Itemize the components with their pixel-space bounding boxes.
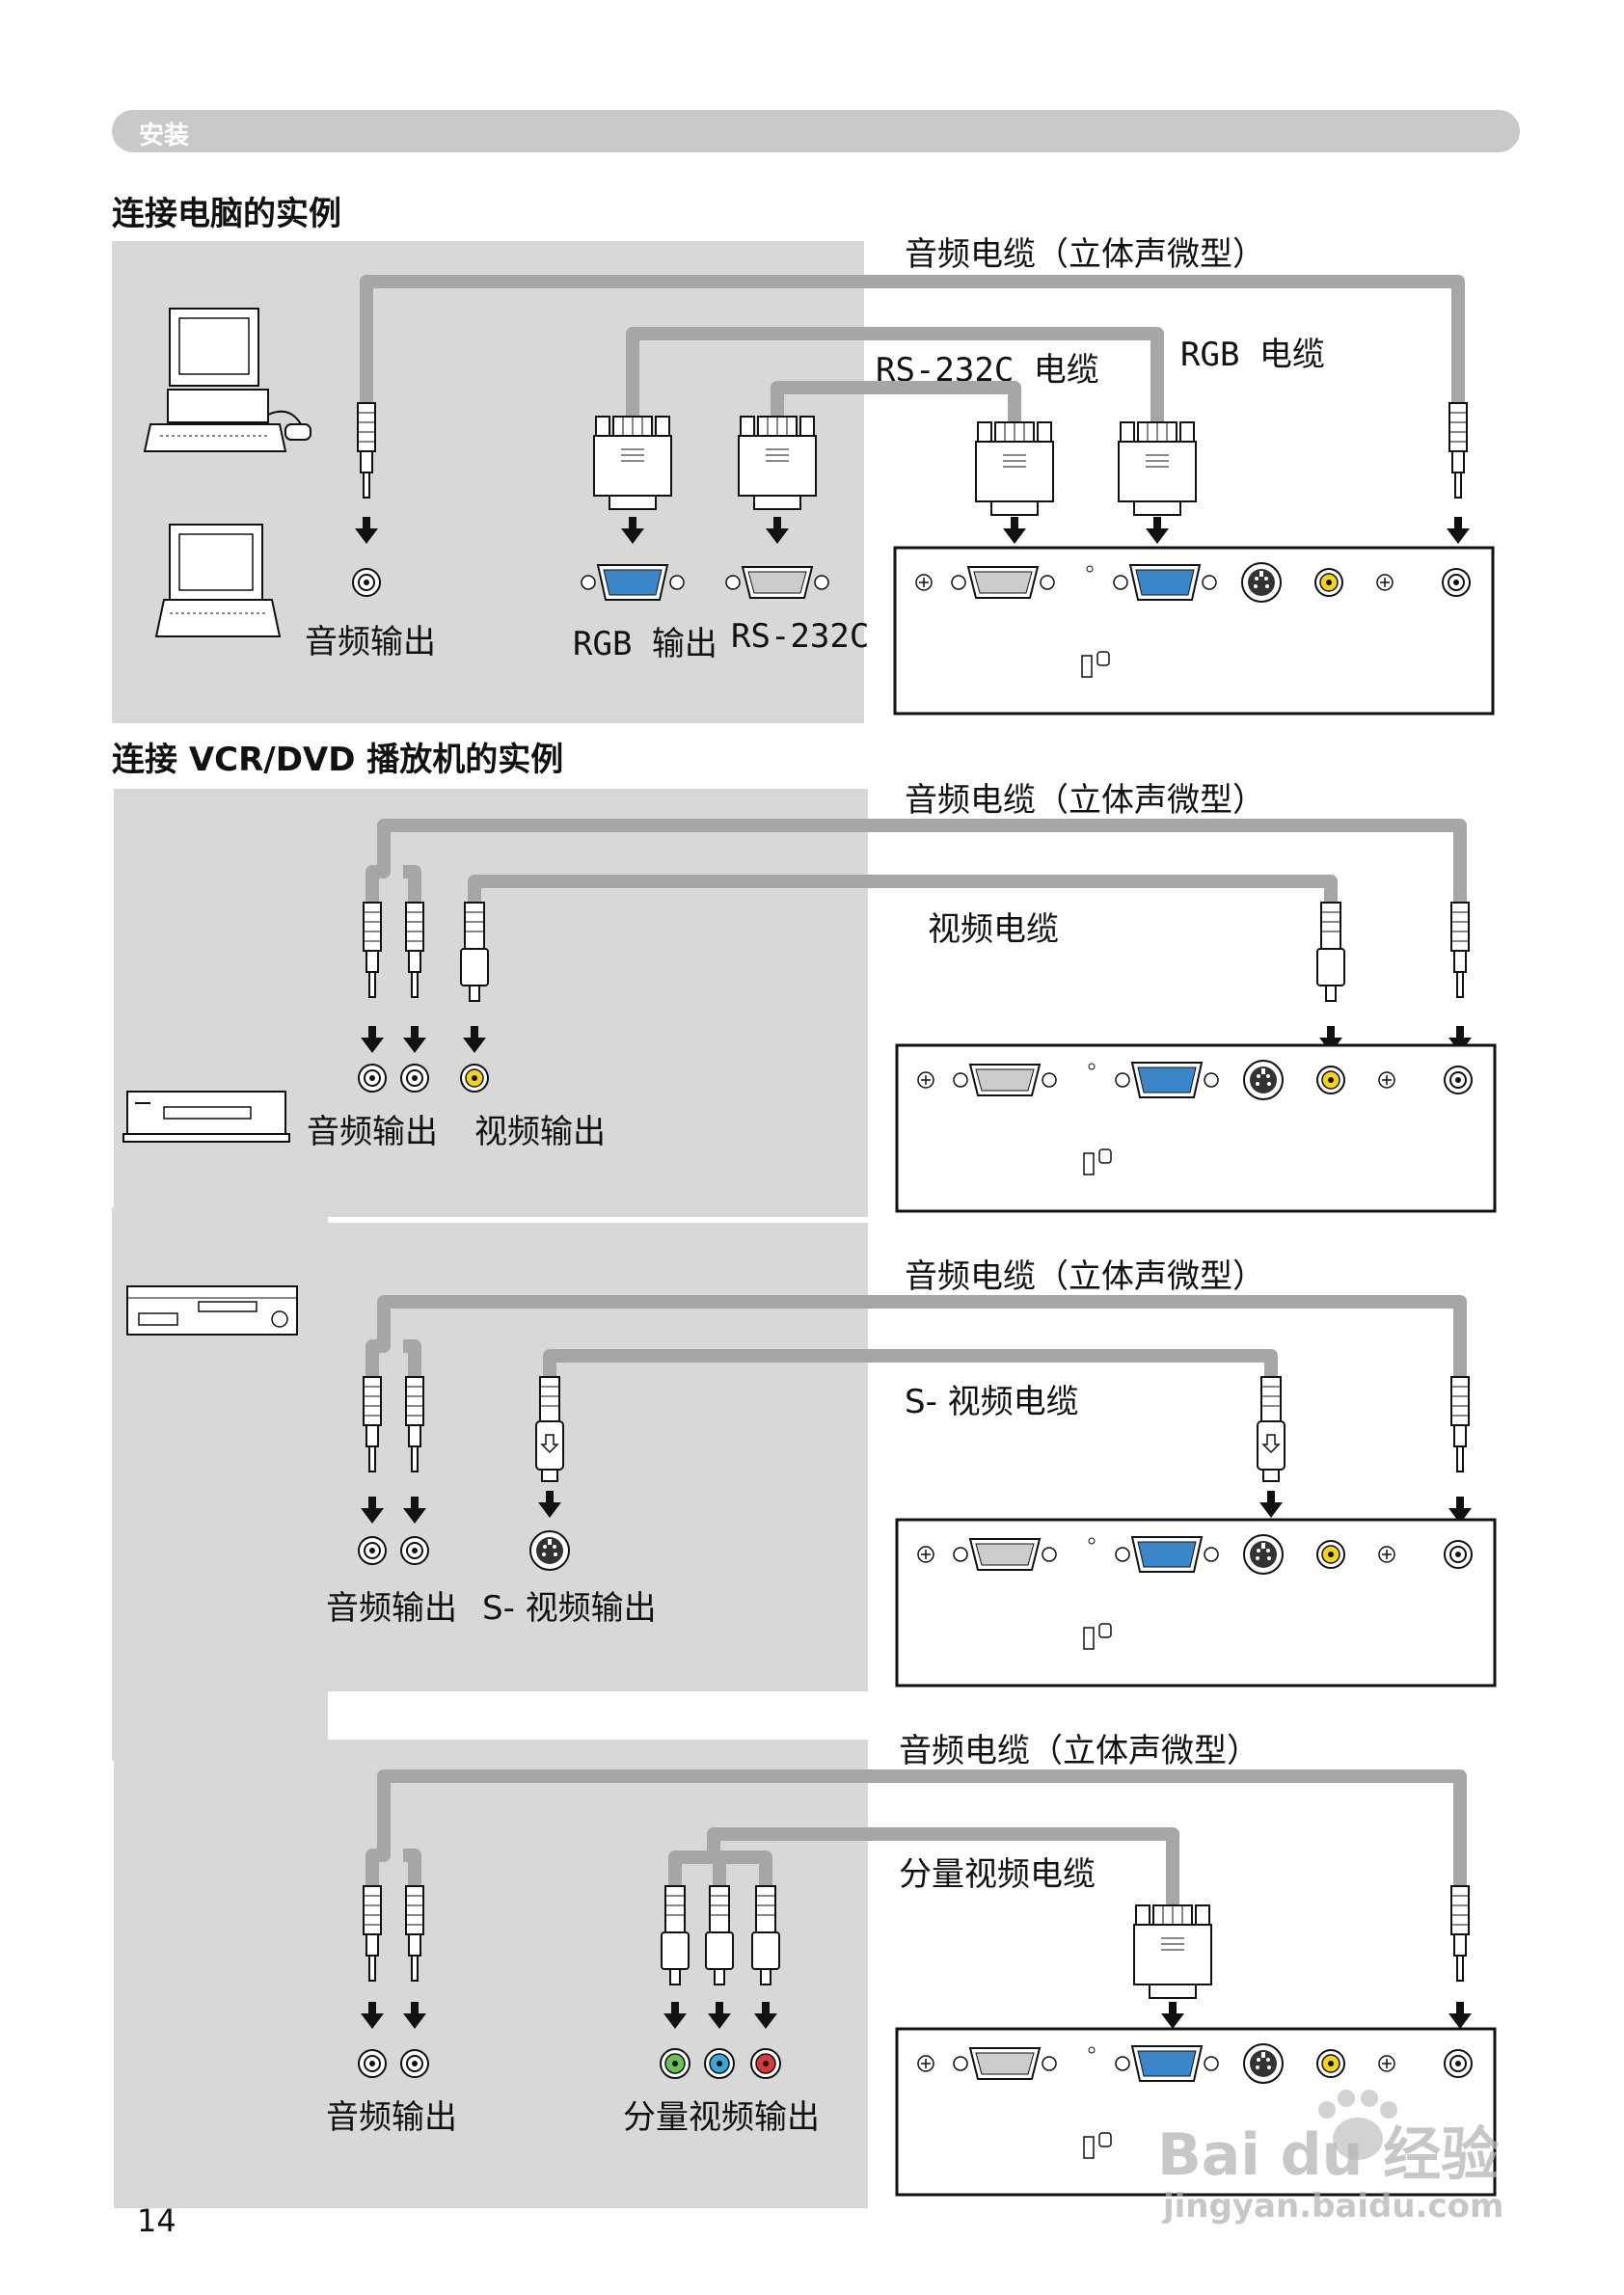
component-vga-plug-icon: [1133, 1904, 1212, 1999]
svideo-plug-icon: [1257, 1376, 1286, 1482]
computer-audio-out-label: 音频输出: [305, 623, 436, 662]
arrow-down-icon: [1161, 2002, 1184, 2029]
audio-plug-icon: [405, 1885, 424, 1982]
audio-plug-icon: [1450, 1376, 1470, 1472]
component-panel: [114, 1740, 868, 2208]
audio-plug-icon: [357, 402, 376, 499]
arrow-down-icon: [361, 1026, 384, 1053]
arrow-down-icon: [1259, 1491, 1283, 1518]
video-out-jack-icon: [460, 1064, 489, 1093]
component-audio-cable-label: 音频电缆（立体声微型）: [899, 1732, 1259, 1770]
svideo-plug-icon: [535, 1376, 564, 1482]
audio-out-jack-icon: [358, 1536, 387, 1565]
component-plug-icon: [705, 1885, 734, 1985]
projector-panel-computer: [895, 548, 1493, 714]
component-plug-icon: [751, 1885, 780, 1985]
arrow-down-icon: [403, 1497, 426, 1524]
page-number: 14: [137, 2202, 176, 2239]
section-header-label: 安装: [139, 122, 190, 150]
arrow-down-icon: [708, 2002, 731, 2029]
rs232c-out-port-icon: [725, 566, 829, 599]
vcr-icon: [122, 1091, 290, 1143]
computer-rgb-out-label: RGB 输出: [573, 625, 717, 663]
arrow-down-icon: [621, 517, 644, 544]
video-plug-icon: [1316, 902, 1345, 1002]
desktop-computer-icon: [143, 308, 311, 452]
audio-out-jack-icon: [358, 2049, 387, 2078]
audio-plug-icon: [363, 1376, 382, 1472]
projector-panel-video: [897, 1045, 1495, 1211]
svideo-cable-label: S- 视频电缆: [905, 1383, 1079, 1421]
dvd-player-icon: [126, 1285, 298, 1336]
arrow-down-icon: [538, 1491, 561, 1518]
audio-out-jack-icon: [400, 2049, 429, 2078]
arrow-down-icon: [663, 2002, 687, 2029]
section-header-bar: 安装: [112, 110, 1520, 152]
svideo-audio-out-label: 音频输出: [326, 1589, 457, 1628]
svideo-out-jack-icon: [529, 1530, 570, 1571]
component-audio-out-label: 音频输出: [326, 2098, 457, 2137]
component-cables: [365, 1769, 1467, 1905]
computer-cables: [360, 275, 1465, 428]
audio-out-jack-icon: [352, 568, 381, 597]
arrow-down-icon: [754, 2002, 777, 2029]
rgb-plug-icon: [1118, 421, 1197, 516]
video-cables: [365, 819, 1467, 906]
laptop-icon: [154, 524, 282, 637]
component-out-blue-jack-icon: [704, 2048, 735, 2079]
watermark-paw-icon: [1318, 2090, 1397, 2160]
video-audio-cable-label: 音频电缆（立体声微型）: [905, 781, 1265, 820]
audio-out-jack-icon: [400, 1064, 429, 1093]
arrow-down-icon: [1448, 2002, 1472, 2029]
audio-out-jack-icon: [358, 1064, 387, 1093]
rs232c-plug-icon: [738, 416, 817, 510]
arrow-down-icon: [403, 1026, 426, 1053]
svideo-cables: [365, 1295, 1467, 1381]
arrow-down-icon: [361, 2002, 384, 2029]
audio-plug-icon: [363, 1885, 382, 1982]
projector-panel-svideo: [897, 1520, 1495, 1686]
audio-plug-icon: [363, 902, 382, 998]
vcr-panel-a: [114, 789, 868, 1217]
rgb-plug-icon: [593, 416, 672, 510]
arrow-down-icon: [1003, 517, 1026, 544]
vcr-section-title: 连接 VCR/DVD 播放机的实例: [112, 741, 564, 779]
video-plug-icon: [460, 902, 489, 1002]
video-out-label: 视频输出: [474, 1113, 606, 1151]
component-out-label: 分量视频输出: [623, 2098, 820, 2137]
audio-plug-icon: [1450, 902, 1470, 998]
computer-rs232c-out-label: RS-232C: [731, 617, 870, 656]
arrow-down-icon: [403, 2002, 426, 2029]
arrow-down-icon: [1146, 517, 1169, 544]
audio-out-jack-icon: [400, 1536, 429, 1565]
arrow-down-icon: [766, 517, 789, 544]
video-cable-label: 视频电缆: [928, 910, 1059, 949]
audio-plug-icon: [405, 902, 424, 998]
computer-audio-cable-label: 音频电缆（立体声微型）: [905, 235, 1265, 274]
watermark-logo: Bai du 经验: [1157, 2121, 1500, 2189]
audio-plug-icon: [1450, 1885, 1470, 1982]
arrow-down-icon: [1447, 517, 1470, 544]
rgb-out-port-icon: [581, 564, 685, 601]
svideo-audio-cable-label: 音频电缆（立体声微型）: [905, 1257, 1265, 1296]
arrow-down-icon: [361, 1497, 384, 1524]
audio-plug-icon: [1448, 402, 1468, 499]
arrow-down-icon: [463, 1026, 486, 1053]
component-out-red-jack-icon: [750, 2048, 781, 2079]
component-cable-label: 分量视频电缆: [899, 1855, 1096, 1894]
arrow-down-icon: [355, 517, 378, 544]
computer-section-title: 连接电脑的实例: [112, 195, 341, 233]
rs232c-plug-icon: [975, 421, 1054, 516]
computer-rgb-cable-label: RGB 电缆: [1180, 336, 1325, 374]
component-plug-icon: [661, 1885, 690, 1985]
watermark-url: jingyan.baidu.com: [1163, 2187, 1504, 2226]
audio-plug-icon: [405, 1376, 424, 1472]
video-audio-out-label: 音频输出: [307, 1113, 438, 1151]
svideo-out-label: S- 视频输出: [482, 1589, 657, 1628]
component-out-green-jack-icon: [660, 2048, 690, 2079]
